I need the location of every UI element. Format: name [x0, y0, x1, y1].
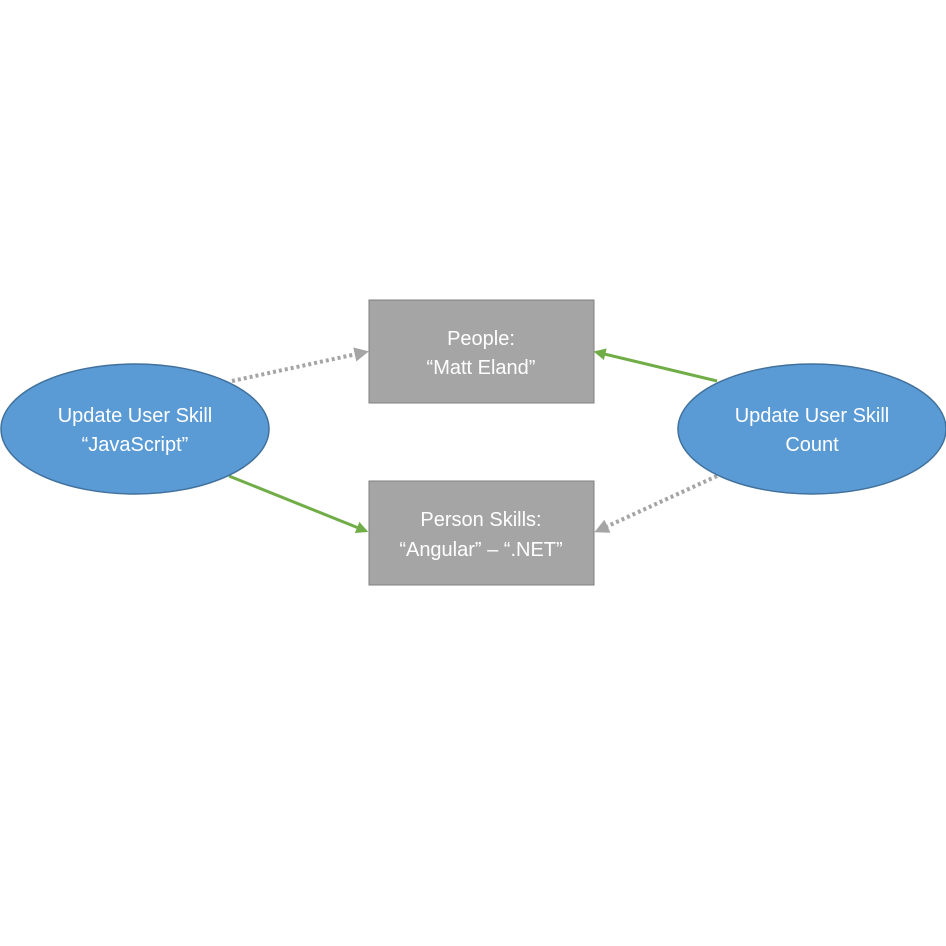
left-process-label-line2: “JavaScript”	[82, 434, 189, 456]
skills-table-label-line1: Person Skills:	[420, 509, 541, 531]
right-process-node[interactable]: Update User Skill Count	[677, 363, 946, 495]
left-process-ellipse	[0, 363, 270, 495]
people-table-label-line1: People:	[447, 328, 515, 350]
edge-right-to-people	[593, 348, 718, 383]
people-table-box	[368, 299, 595, 404]
right-process-label-line1: Update User Skill	[735, 405, 890, 427]
people-table-label-line2: “Matt Eland”	[427, 357, 536, 379]
left-process-label-line1: Update User Skill	[58, 405, 213, 427]
skills-table-node[interactable]: Person Skills: “Angular” – “.NET”	[368, 480, 595, 586]
right-process-ellipse	[677, 363, 946, 495]
right-process-label-line2: Count	[785, 434, 839, 456]
edge-right-to-skills	[594, 474, 718, 533]
edge-left-to-people	[231, 347, 369, 383]
skills-table-box	[368, 480, 595, 586]
edge-left-to-skills	[228, 474, 369, 533]
left-process-node[interactable]: Update User Skill “JavaScript”	[0, 363, 270, 495]
people-table-node[interactable]: People: “Matt Eland”	[368, 299, 595, 404]
skills-table-label-line2: “Angular” – “.NET”	[399, 539, 562, 561]
